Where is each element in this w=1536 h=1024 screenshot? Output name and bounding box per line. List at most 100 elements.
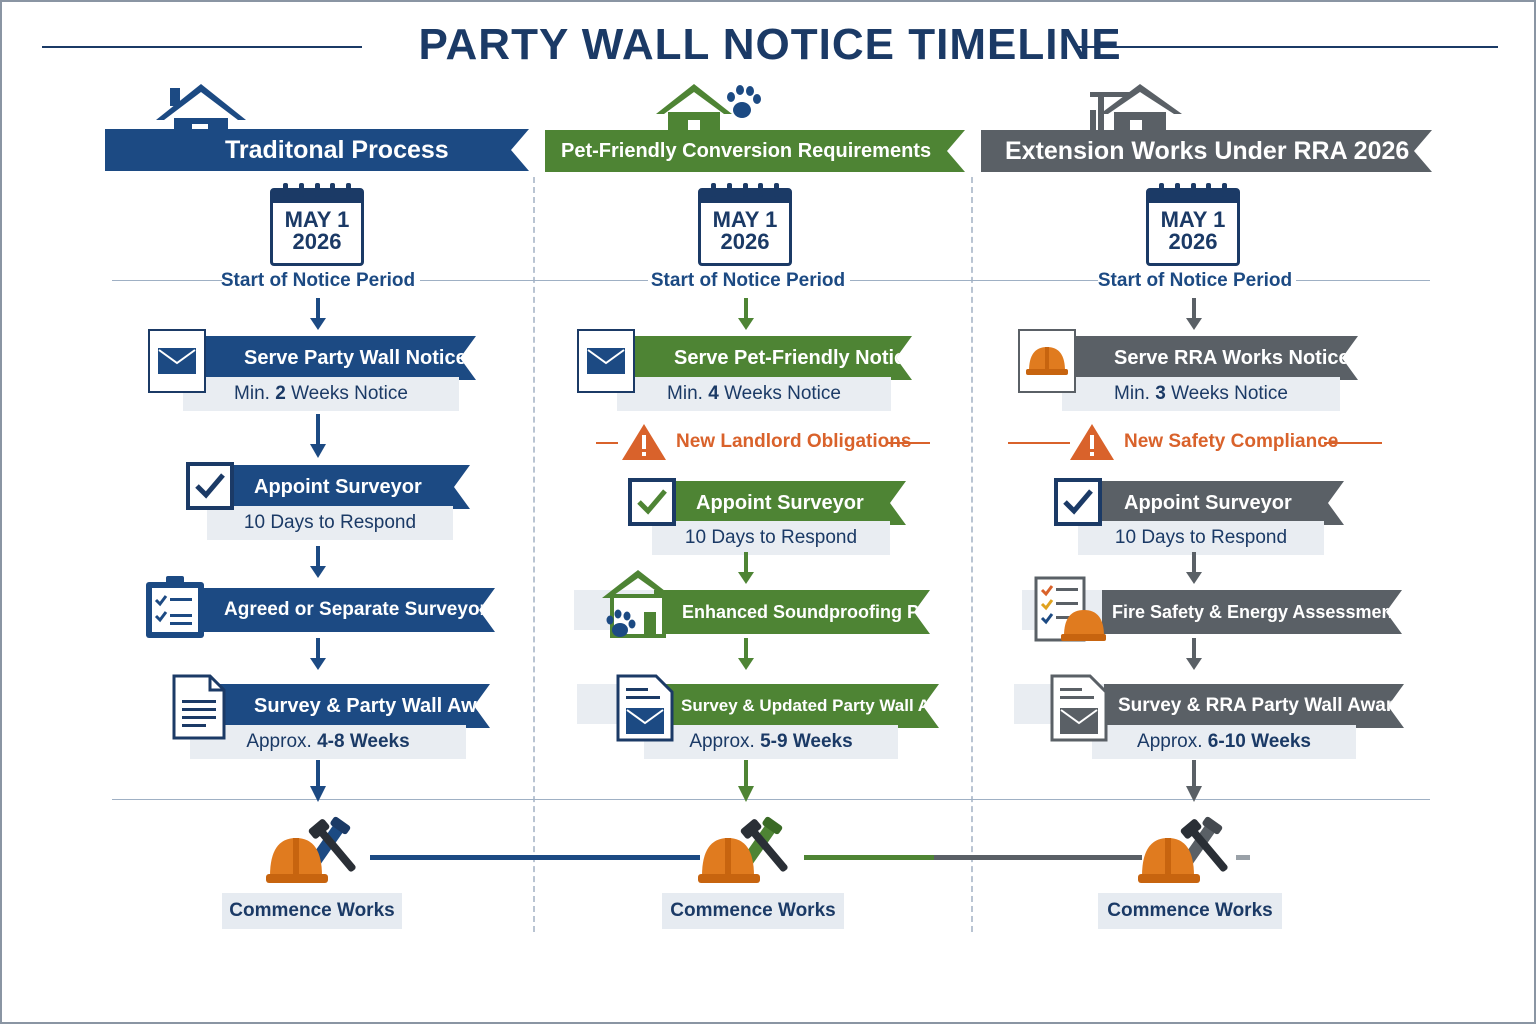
step-title: Fire Safety & Energy Assessments — [1112, 601, 1409, 622]
warning-icon — [1070, 424, 1114, 460]
warning-rule — [888, 442, 930, 444]
step-title: Agreed or Separate Surveyors — [224, 599, 498, 620]
start-guide-line — [850, 280, 1098, 281]
tools-hardhat-icon — [1138, 816, 1228, 883]
title-rule-left — [42, 46, 362, 48]
date-month: MAY 1 — [1160, 207, 1226, 232]
down-arrow — [738, 298, 754, 330]
step-survey-award: Survey & RRA Party Wall Award — [1104, 684, 1404, 728]
step-soundproofing: Enhanced Soundproofing Plans — [654, 590, 930, 634]
house-paw-icon — [656, 84, 761, 136]
down-arrow — [738, 638, 754, 670]
document-icon — [172, 674, 226, 740]
step-appoint-surveyor: Appoint Surveyor — [650, 481, 906, 525]
step-title: Appoint Surveyor — [1124, 491, 1292, 514]
step-title: Enhanced Soundproofing Plans — [682, 601, 956, 622]
down-arrow — [1186, 760, 1202, 802]
step-sub-notice: Min. 3 Weeks Notice — [1062, 377, 1340, 411]
hardhat-document-icon — [1018, 329, 1076, 393]
down-arrow — [310, 546, 326, 578]
down-arrow — [738, 552, 754, 584]
date-year: 2026 — [1168, 229, 1218, 254]
step-sub-weeks: Approx. 4-8 Weeks — [190, 725, 466, 759]
clipboard-icon — [146, 576, 204, 638]
down-arrow — [310, 414, 326, 458]
commence-works-extension: Commence Works — [1098, 893, 1282, 929]
column-separator — [971, 177, 973, 932]
title-rule-right — [1074, 46, 1498, 48]
step-sub-respond: 10 Days to Respond — [1078, 521, 1324, 555]
checklist-hardhat-icon — [1034, 576, 1106, 642]
warning-label: New Landlord Obligations — [676, 431, 912, 452]
step-title: Serve Pet-Friendly Notice — [674, 346, 917, 369]
step-survey-award: Survey & Updated Party Wall Award — [657, 684, 939, 728]
step-appoint-surveyor: Appoint Surveyor — [208, 465, 470, 509]
step-serve-notice: Serve RRA Works Notice — [1068, 336, 1358, 380]
step-survey-award: Survey & Party Wall Award — [208, 684, 490, 728]
date-month: MAY 1 — [712, 207, 778, 232]
start-of-notice-label: Start of Notice Period — [650, 270, 846, 291]
step-serve-notice: Serve Pet-Friendly Notice — [628, 336, 912, 380]
document-envelope-icon — [1050, 674, 1108, 742]
connector-line-end — [1236, 855, 1250, 860]
envelope-document-icon — [577, 329, 635, 393]
warning-rule — [1324, 442, 1382, 444]
step-title: Serve RRA Works Notice — [1114, 346, 1350, 369]
step-sub-weeks: Approx. 5-9 Weeks — [644, 725, 898, 759]
column-banner-extension-works: Extension Works Under RRA 2026 — [981, 130, 1432, 172]
step-fire-safety: Fire Safety & Energy Assessments — [1102, 590, 1402, 634]
warning-icon — [622, 424, 666, 460]
step-title: Appoint Surveyor — [254, 475, 422, 498]
start-of-notice-label: Start of Notice Period — [1097, 270, 1293, 291]
connector-line-green — [804, 855, 934, 860]
document-envelope-icon — [616, 674, 674, 742]
column-separator — [533, 177, 535, 932]
page-title: PARTY WALL NOTICE TIMELINE — [418, 20, 1122, 69]
step-title: Serve Party Wall Notice — [244, 346, 467, 369]
step-agreed-surveyors: Agreed or Separate Surveyors — [178, 588, 495, 632]
banner-label: Traditonal Process — [225, 135, 449, 164]
step-sub-respond: 10 Days to Respond — [652, 521, 890, 555]
tools-hardhat-icon — [266, 816, 356, 883]
banner-label: Pet-Friendly Conversion Requirements — [561, 139, 932, 162]
down-arrow — [310, 638, 326, 670]
warning-safety-compliance: New Safety Compliance — [1068, 422, 1338, 462]
step-sub-weeks: Approx. 6-10 Weeks — [1092, 725, 1356, 759]
checkbox-icon — [628, 478, 676, 526]
start-of-notice-label: Start of Notice Period — [220, 270, 416, 291]
step-appoint-surveyor: Appoint Surveyor — [1078, 481, 1344, 525]
end-guide-line — [112, 799, 1430, 800]
column-banner-traditional: Traditonal Process — [105, 129, 529, 171]
date-year: 2026 — [720, 229, 770, 254]
warning-rule — [1008, 442, 1070, 444]
down-arrow — [1186, 638, 1202, 670]
connector-line-grey — [934, 855, 1142, 860]
warning-landlord-obligations: New Landlord Obligations — [620, 422, 911, 462]
warning-rule — [596, 442, 618, 444]
step-title: Survey & RRA Party Wall Award — [1118, 695, 1405, 716]
start-guide-line — [420, 280, 648, 281]
down-arrow — [1186, 552, 1202, 584]
down-arrow — [310, 298, 326, 330]
date-year: 2026 — [292, 229, 342, 254]
down-arrow — [738, 760, 754, 802]
checkbox-icon — [1054, 478, 1102, 526]
down-arrow — [310, 760, 326, 802]
warning-label: New Safety Compliance — [1124, 431, 1339, 452]
step-sub-respond: 10 Days to Respond — [207, 506, 453, 540]
checkbox-icon — [186, 462, 234, 510]
step-sub-notice: Min. 2 Weeks Notice — [183, 377, 459, 411]
step-sub-notice: Min. 4 Weeks Notice — [617, 377, 891, 411]
crane-house-icon — [1090, 84, 1182, 136]
start-guide-line — [112, 280, 222, 281]
envelope-document-icon — [148, 329, 206, 393]
step-title: Appoint Surveyor — [696, 491, 864, 514]
banner-label: Extension Works Under RRA 2026 — [1005, 136, 1410, 165]
paw-house-icon — [602, 570, 674, 638]
start-guide-line — [1296, 280, 1430, 281]
step-serve-notice: Serve Party Wall Notice — [198, 336, 476, 380]
step-title: Survey & Updated Party Wall Award — [681, 696, 970, 715]
